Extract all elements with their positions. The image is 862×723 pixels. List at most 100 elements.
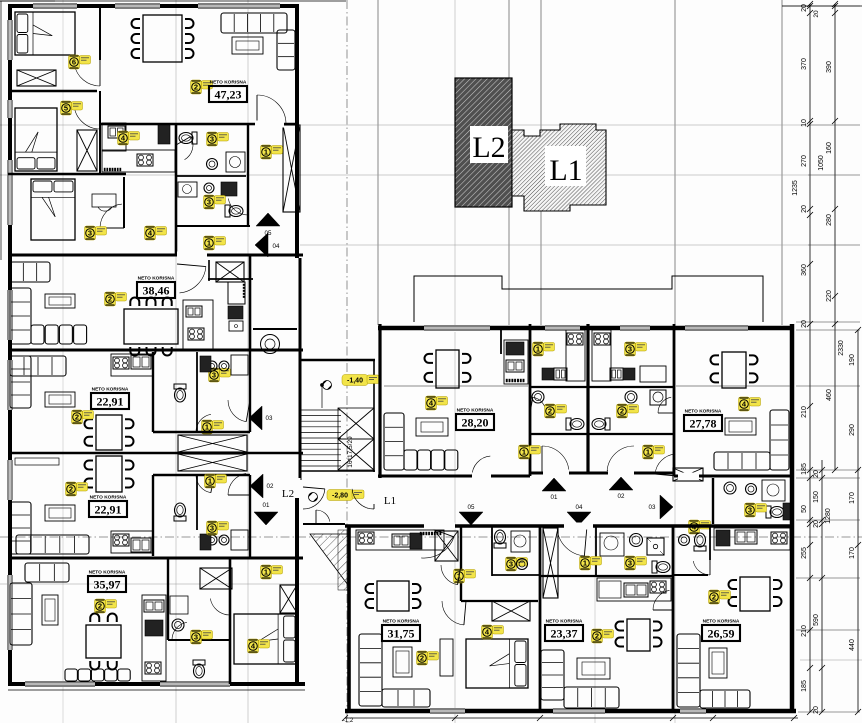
svg-text:3: 3 (748, 506, 752, 515)
svg-text:1235: 1235 (792, 180, 799, 196)
svg-text:NETO KORISNA: NETO KORISNA (90, 495, 127, 501)
svg-text:185: 185 (801, 680, 808, 692)
svg-text:460: 460 (826, 389, 833, 401)
svg-text:4: 4 (742, 400, 747, 409)
svg-text:3: 3 (509, 560, 513, 569)
svg-text:270: 270 (801, 155, 808, 167)
svg-text:3: 3 (210, 524, 214, 533)
svg-text:20: 20 (813, 10, 820, 18)
svg-text:35,97: 35,97 (94, 578, 121, 592)
svg-text:20: 20 (813, 706, 820, 714)
svg-text:290: 290 (849, 424, 856, 436)
svg-text:NETO KORISNA: NETO KORISNA (703, 619, 740, 625)
svg-text:27,78: 27,78 (690, 417, 717, 431)
svg-text:1: 1 (264, 568, 268, 577)
svg-text:NETO KORISNA: NETO KORISNA (92, 387, 129, 393)
svg-text:2: 2 (69, 485, 73, 494)
svg-text:-2,80: -2,80 (332, 493, 348, 500)
svg-text:185: 185 (801, 463, 808, 475)
svg-text:05: 05 (468, 504, 475, 511)
svg-text:210: 210 (801, 625, 808, 637)
svg-text:4: 4 (485, 628, 490, 637)
svg-text:2: 2 (75, 413, 79, 422)
svg-text:2: 2 (620, 407, 624, 416)
svg-text:3: 3 (210, 135, 214, 144)
svg-text:370: 370 (801, 58, 808, 70)
svg-text:20: 20 (801, 205, 808, 213)
svg-text:L1: L1 (549, 154, 582, 187)
svg-text:1: 1 (536, 345, 540, 354)
svg-text:1: 1 (208, 477, 212, 486)
svg-text:-1,40: -1,40 (347, 378, 363, 385)
svg-text:02: 02 (267, 483, 274, 490)
svg-text:03: 03 (266, 415, 273, 422)
svg-text:NETO KORISNA: NETO KORISNA (546, 619, 583, 625)
svg-text:3: 3 (88, 229, 92, 238)
svg-text:03: 03 (649, 504, 656, 511)
svg-text:150: 150 (813, 491, 820, 503)
svg-text:L2: L2 (472, 131, 505, 164)
svg-text:160: 160 (826, 142, 833, 154)
svg-text:1280: 1280 (825, 508, 832, 524)
svg-text:3: 3 (628, 559, 632, 568)
svg-text:L1: L1 (384, 495, 396, 507)
svg-text:3: 3 (194, 633, 198, 642)
svg-text:4: 4 (251, 642, 256, 651)
svg-text:2: 2 (548, 407, 552, 416)
svg-text:1: 1 (583, 559, 587, 568)
svg-text:28,20: 28,20 (462, 416, 489, 430)
svg-text:01: 01 (263, 502, 270, 509)
svg-text:2: 2 (712, 593, 716, 602)
svg-text:2: 2 (98, 602, 102, 611)
svg-text:4: 4 (148, 229, 153, 238)
svg-text:05: 05 (265, 230, 272, 237)
svg-text:NETO KORISNA: NETO KORISNA (138, 276, 175, 282)
svg-text:170: 170 (849, 492, 856, 504)
svg-text:1: 1 (264, 148, 268, 157)
svg-text:31,75: 31,75 (388, 627, 415, 641)
svg-text:20: 20 (801, 320, 808, 328)
svg-text:20: 20 (801, 4, 808, 12)
svg-text:280: 280 (826, 214, 833, 226)
svg-text:NETO KORISNA: NETO KORISNA (685, 409, 722, 415)
svg-text:47,23: 47,23 (215, 88, 242, 102)
svg-text:02: 02 (618, 493, 625, 500)
svg-text:440: 440 (849, 639, 856, 651)
svg-text:2: 2 (108, 295, 112, 304)
svg-text:23,37: 23,37 (551, 627, 578, 641)
svg-text:190: 190 (849, 354, 856, 366)
svg-text:2: 2 (595, 632, 599, 641)
svg-text:50: 50 (801, 505, 808, 513)
svg-text:1: 1 (207, 239, 211, 248)
svg-text:NETO KORISNA: NETO KORISNA (89, 570, 126, 576)
svg-text:NETO KORISNA: NETO KORISNA (210, 80, 247, 86)
svg-text:38,46: 38,46 (143, 284, 170, 298)
svg-text:3: 3 (212, 371, 216, 380)
svg-text:-1,2: -1,2 (343, 718, 354, 723)
svg-text:1: 1 (205, 423, 209, 432)
svg-text:4: 4 (429, 399, 434, 408)
svg-text:26,59: 26,59 (708, 627, 735, 641)
svg-text:360: 360 (801, 264, 808, 276)
svg-text:5: 5 (64, 104, 68, 113)
svg-text:2330: 2330 (838, 340, 845, 356)
svg-text:22,91: 22,91 (97, 395, 124, 409)
svg-text:170: 170 (849, 547, 856, 559)
svg-text:220: 220 (826, 290, 833, 302)
svg-text:3: 3 (628, 345, 632, 354)
svg-text:255: 255 (801, 547, 808, 559)
svg-text:NETO KORISNA: NETO KORISNA (383, 619, 420, 625)
svg-text:1: 1 (522, 448, 526, 457)
svg-text:22,91: 22,91 (95, 503, 122, 517)
svg-text:20: 20 (813, 470, 820, 478)
svg-text:390: 390 (826, 61, 833, 73)
svg-text:210: 210 (801, 406, 808, 418)
svg-text:01: 01 (551, 494, 558, 501)
svg-text:1050: 1050 (818, 155, 825, 171)
svg-text:L2: L2 (282, 488, 294, 500)
svg-text:590: 590 (813, 614, 820, 626)
svg-text:4: 4 (121, 134, 126, 143)
svg-text:04: 04 (273, 243, 280, 250)
svg-text:6: 6 (72, 58, 76, 67)
svg-text:NETO KORISNA: NETO KORISNA (457, 408, 494, 414)
